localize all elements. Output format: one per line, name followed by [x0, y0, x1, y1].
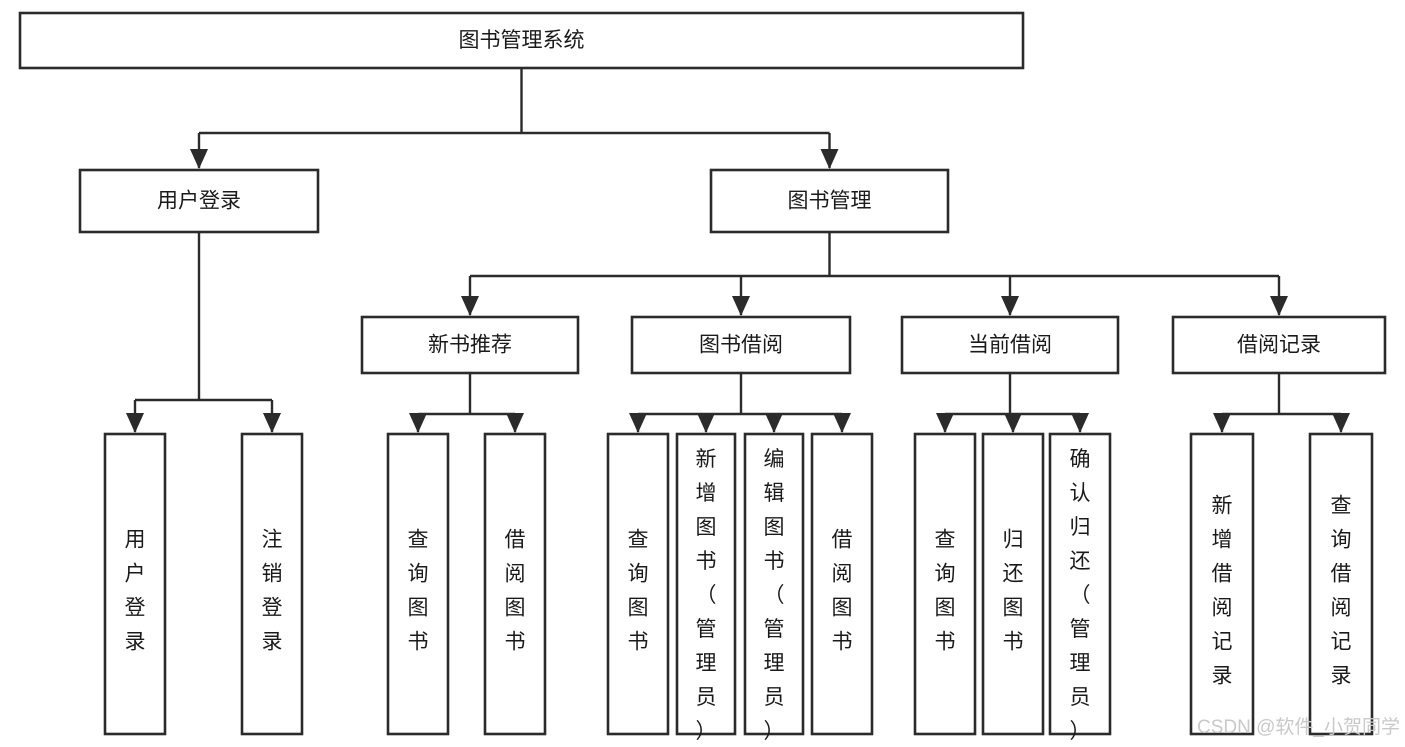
- node-box[interactable]: [78, 168, 320, 234]
- connector-layer: [126, 68, 1350, 433]
- arrow-head-icon: [461, 296, 479, 316]
- node-label: 注销登录: [262, 528, 283, 653]
- node-box[interactable]: [1171, 315, 1387, 375]
- node-label: 查询借阅记录: [1331, 494, 1352, 687]
- arrow-head-icon: [765, 413, 783, 433]
- leaf-node-leaf-user-login[interactable]: 用户登录: [103, 432, 167, 736]
- node-label: 新增借阅记录: [1212, 494, 1233, 687]
- arrow-head-icon: [936, 413, 954, 433]
- leaf-node-leaf-borrow-edit[interactable]: 编辑图书（管理员）: [743, 432, 805, 743]
- node-box[interactable]: [913, 432, 977, 736]
- node-label: 归还图书: [1003, 528, 1024, 653]
- arrow-head-icon: [506, 413, 524, 433]
- node-label: 当前借阅: [968, 334, 1052, 357]
- node-label: 用户登录: [157, 190, 241, 213]
- node-box[interactable]: [386, 432, 450, 736]
- arrow-head-icon: [1270, 296, 1288, 316]
- level3-node-borrow-record[interactable]: 借阅记录: [1171, 315, 1387, 375]
- node-box[interactable]: [18, 11, 1025, 70]
- node-label: 编辑图书（管理员）: [764, 448, 785, 743]
- arrow-head-icon: [732, 296, 750, 316]
- arrow-head-icon: [629, 413, 647, 433]
- node-box[interactable]: [103, 432, 167, 736]
- level3-node-new-book-rec[interactable]: 新书推荐: [360, 315, 580, 375]
- leaf-node-leaf-rec-query[interactable]: 查询图书: [386, 432, 450, 736]
- level3-node-current-borrow[interactable]: 当前借阅: [900, 315, 1120, 375]
- node-box[interactable]: [606, 432, 670, 736]
- leaf-node-leaf-rec-search[interactable]: 查询借阅记录: [1308, 432, 1374, 736]
- node-layer: 图书管理系统用户登录图书管理新书推荐图书借阅当前借阅借阅记录用户登录注销登录查询…: [18, 11, 1387, 743]
- level2-node-book-manage[interactable]: 图书管理: [709, 168, 950, 234]
- leaf-node-leaf-rec-add[interactable]: 新增借阅记录: [1189, 432, 1255, 736]
- node-box[interactable]: [709, 168, 950, 234]
- node-box[interactable]: [240, 432, 304, 736]
- arrow-head-icon: [190, 149, 208, 169]
- arrow-head-icon: [1071, 413, 1089, 433]
- node-label: 借阅记录: [1237, 334, 1321, 357]
- arrow-head-icon: [1332, 413, 1350, 433]
- csdn-watermark: CSDN @软件_小贺同学: [1197, 716, 1400, 738]
- arrow-head-icon: [1213, 413, 1231, 433]
- node-label: 确认归还（管理员）: [1070, 448, 1091, 743]
- node-box[interactable]: [1048, 432, 1112, 736]
- node-box[interactable]: [743, 432, 805, 736]
- node-label: 新书推荐: [428, 334, 512, 357]
- node-label: 图书管理系统: [459, 29, 585, 52]
- level3-node-book-borrow[interactable]: 图书借阅: [630, 315, 852, 375]
- node-label: 图书管理: [788, 190, 872, 213]
- leaf-node-leaf-borrow-lend[interactable]: 借阅图书: [810, 432, 874, 736]
- node-box[interactable]: [630, 315, 852, 375]
- node-label: 图书借阅: [699, 334, 783, 357]
- arrow-head-icon: [1004, 413, 1022, 433]
- leaf-node-leaf-rec-borrow[interactable]: 借阅图书: [483, 432, 547, 736]
- level2-node-user-login[interactable]: 用户登录: [78, 168, 320, 234]
- node-box[interactable]: [1189, 432, 1255, 736]
- node-box[interactable]: [900, 315, 1120, 375]
- node-label: 新增图书（管理员）: [696, 448, 717, 743]
- node-label: 查询图书: [935, 528, 956, 653]
- arrow-head-icon: [833, 413, 851, 433]
- arrow-head-icon: [1001, 296, 1019, 316]
- leaf-node-leaf-borrow-query[interactable]: 查询图书: [606, 432, 670, 736]
- node-box[interactable]: [1308, 432, 1374, 736]
- leaf-node-leaf-user-logout[interactable]: 注销登录: [240, 432, 304, 736]
- node-box[interactable]: [981, 432, 1045, 736]
- node-label: 用户登录: [125, 528, 146, 653]
- root-node[interactable]: 图书管理系统: [18, 11, 1025, 70]
- node-box[interactable]: [483, 432, 547, 736]
- node-label: 借阅图书: [832, 528, 853, 653]
- node-label: 查询图书: [408, 528, 429, 653]
- arrow-head-icon: [820, 149, 839, 169]
- arrow-head-icon: [126, 413, 144, 433]
- node-box[interactable]: [810, 432, 874, 736]
- node-box[interactable]: [675, 432, 737, 736]
- leaf-node-leaf-borrow-add[interactable]: 新增图书（管理员）: [675, 432, 737, 743]
- leaf-node-leaf-cur-return[interactable]: 归还图书: [981, 432, 1045, 736]
- node-label: 查询图书: [628, 528, 649, 653]
- arrow-head-icon: [409, 413, 427, 433]
- node-box[interactable]: [360, 315, 580, 375]
- arrow-head-icon: [263, 413, 281, 433]
- leaf-node-leaf-cur-query[interactable]: 查询图书: [913, 432, 977, 736]
- arrow-head-icon: [697, 413, 715, 433]
- leaf-node-leaf-cur-confirm[interactable]: 确认归还（管理员）: [1048, 432, 1112, 743]
- node-label: 借阅图书: [505, 528, 526, 653]
